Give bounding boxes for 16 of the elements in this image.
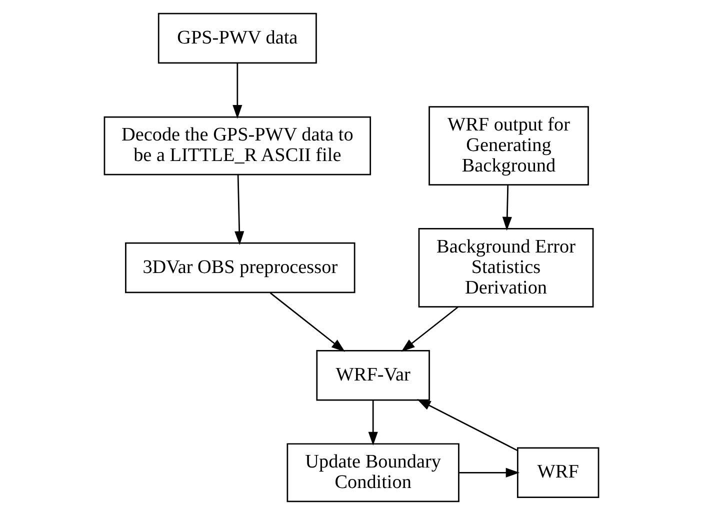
node-box: Update Boundary Condition [286,443,459,502]
arrow [269,292,345,352]
node-box: 3DVar OBS preprocessor [124,242,355,294]
arrow [458,468,520,478]
node-box: WRF output for Generating Background [428,106,588,186]
arrow [232,63,242,119]
node-box: WRF-Var [316,350,430,401]
node-box: Decode the GPS-PWV data to be a LITTLE_R ASCII file [103,116,371,176]
arrow [416,399,518,452]
node-box: Background Error Statistics Derivation [418,228,594,308]
arrow [400,306,458,352]
arrow [368,400,378,446]
arrow [234,174,244,245]
node-box: WRF [516,447,599,498]
node-box: GPS-PWV data [157,12,316,64]
arrow [502,184,512,231]
